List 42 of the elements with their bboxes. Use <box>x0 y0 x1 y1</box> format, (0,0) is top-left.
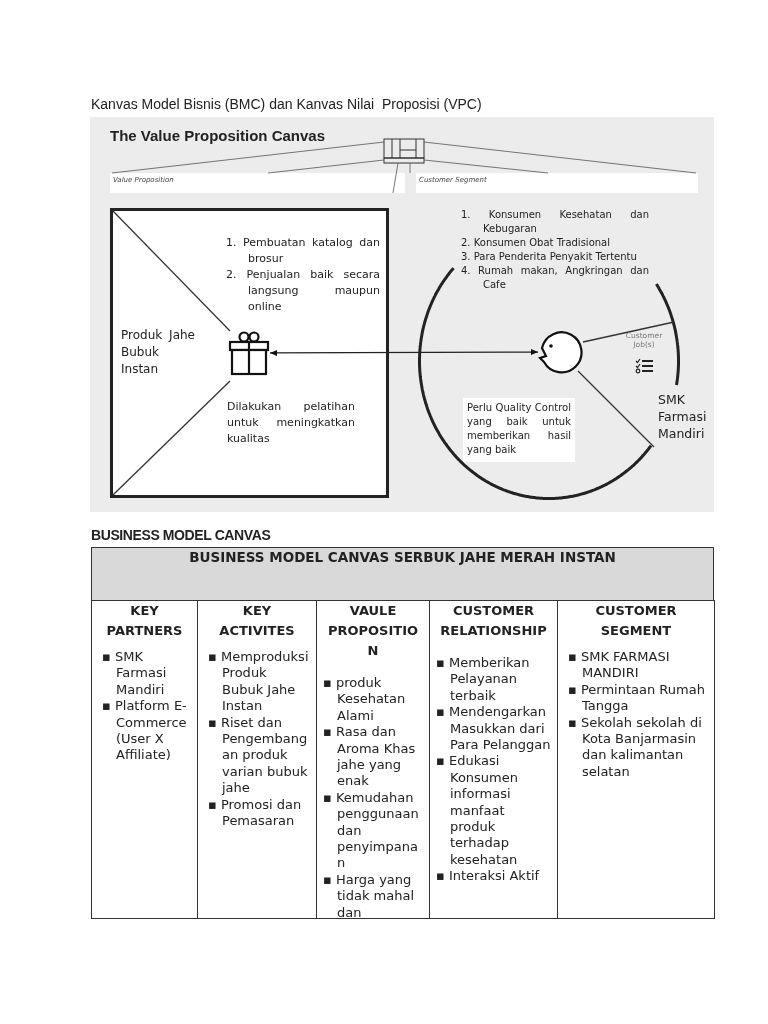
body-text: Dilakukan pelatihan untuk meningkatkan kualitas <box>227 399 355 447</box>
column-heading: KEY PARTNERS <box>105 602 184 640</box>
section-bar <box>110 173 405 193</box>
list-item: ▪ SMK Farmasi Mandiri <box>101 649 168 699</box>
list-item: 2. Konsumen Obat Tradisional <box>461 236 611 250</box>
page-title: Kanvas Model Bisnis (BMC) dan Kanvas Nilai Proposisi (VPC) <box>91 96 482 112</box>
list-item: 4. Rumah makan, Angkringan dan Cafe <box>461 264 649 292</box>
list-item: 2. Penjualan baik secara langsung maupun online <box>226 267 380 315</box>
list-item: 1. Konsumen Kesehatan dan Kebugaran <box>461 208 649 236</box>
face-icon <box>538 330 584 374</box>
value-map-square <box>110 208 389 498</box>
list-item: ▪ Mendengarkan Masukkan dari Para Pelanggan <box>436 704 551 754</box>
body-text: SMK Farmasi Mandiri <box>658 391 708 442</box>
column-heading: KEY ACTIVITES <box>218 602 296 640</box>
body-text: Produk Jahe Bubuk Instan <box>121 327 195 378</box>
list-item: 3. Para Penderita Penyakit Tertentu <box>461 250 638 264</box>
list-item: ▪ produk Kesehatan Alami <box>323 675 407 725</box>
column-heading: CUSTOMER RELATIONSHIP <box>439 602 548 640</box>
canvas-heading: The Value Proposition Canvas <box>110 127 326 144</box>
column-heading: CUSTOMER SEGMENT <box>594 602 678 640</box>
canvas-panel <box>90 117 714 512</box>
list-item: ▪ Platform E-Commerce (User X Affiliate) <box>101 698 188 764</box>
list-item: ▪ Edukasi Konsumen informasi manfaat produk terhadap kesehatan <box>436 753 519 869</box>
section-heading: BUSINESS MODEL CANVAS <box>91 527 271 543</box>
body-text: Perlu Quality Control yang baik untuk memberikan hasil yang baik <box>467 401 571 457</box>
list-item: ▪ Sekolah sekolah di Kota Banjarmasin dan kalimantan selatan <box>567 714 703 781</box>
list-item: 1. Pembuatan katalog dan brosur <box>226 235 380 267</box>
list-item: ▪ SMK FARMASI MANDIRI <box>567 649 671 682</box>
gift-icon <box>228 330 270 376</box>
connector-line <box>269 349 539 356</box>
list-item: ▪ Kemudahan penggunaan dan penyimpanan <box>323 789 420 872</box>
list-item: ▪ Memproduksi Produk Bubuk Jahe Instan <box>207 649 310 715</box>
list-item: ▪ Interaksi Aktif <box>436 868 541 885</box>
list-item: ▪ Riset dan Pengembangan produk varian bubuk jahe <box>207 714 309 797</box>
table-title: BUSINESS MODEL CANVAS SERBUK JAHE MERAH INSTAN <box>188 549 617 565</box>
list-item: ▪ Rasa dan Aroma Khas jahe yang enak <box>323 724 417 790</box>
section-bar <box>416 173 698 193</box>
list-item: ▪ Harga yang tidak mahal dan <box>323 871 416 922</box>
list-item: ▪ Promosi dan Pemasaran <box>207 796 303 830</box>
list-item: ▪ Memberikan Pelayanan terbaik <box>436 655 531 705</box>
list-item: ▪ Permintaan Rumah Tangga <box>567 681 706 715</box>
column-heading: VAULE PROPOSITION <box>326 602 420 660</box>
